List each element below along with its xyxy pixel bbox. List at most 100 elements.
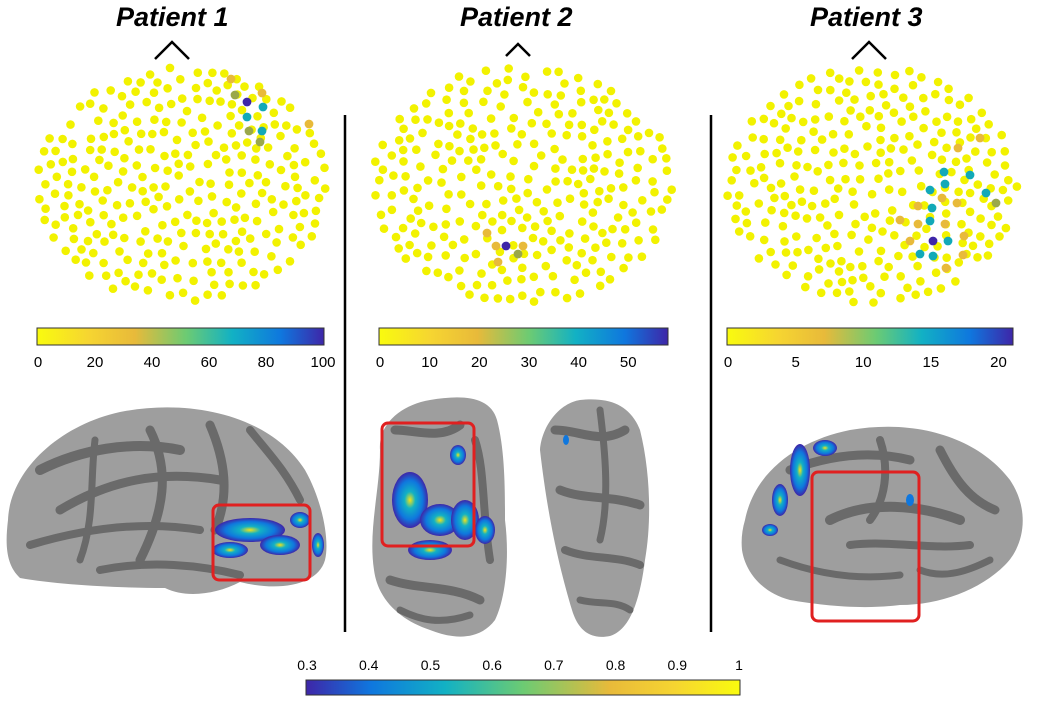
electrode bbox=[127, 183, 137, 192]
electrode bbox=[120, 153, 129, 163]
electrode bbox=[742, 218, 752, 228]
electrode bbox=[171, 256, 180, 265]
electrode bbox=[792, 161, 801, 170]
electrode bbox=[290, 144, 299, 153]
electrode bbox=[454, 72, 464, 81]
electrode bbox=[40, 215, 49, 225]
electrode bbox=[209, 280, 219, 290]
electrode bbox=[911, 290, 920, 300]
electrode bbox=[457, 190, 466, 199]
electrode bbox=[479, 97, 488, 107]
electrode bbox=[914, 166, 924, 175]
colorbar-tick-label: 0.8 bbox=[605, 657, 626, 673]
electrode bbox=[958, 238, 967, 248]
electrode bbox=[493, 294, 503, 303]
electrode bbox=[493, 181, 503, 191]
electrode bbox=[832, 288, 842, 298]
electrode bbox=[984, 120, 993, 129]
electrode bbox=[942, 253, 951, 262]
electrode bbox=[578, 166, 588, 175]
electrode bbox=[573, 73, 583, 83]
electrode bbox=[224, 245, 233, 254]
electrode bbox=[250, 247, 259, 256]
electrode bbox=[240, 82, 249, 91]
electrode bbox=[130, 282, 140, 291]
electrode bbox=[496, 102, 506, 111]
electrode bbox=[456, 281, 466, 291]
electrode bbox=[305, 128, 315, 138]
electrode bbox=[874, 174, 883, 183]
electrode bbox=[813, 85, 823, 95]
electrode bbox=[788, 261, 798, 270]
electrode bbox=[607, 252, 616, 262]
electrode bbox=[154, 103, 164, 113]
electrode bbox=[732, 165, 741, 175]
electrode bbox=[905, 66, 914, 76]
electrode bbox=[141, 227, 150, 236]
electrode bbox=[953, 117, 963, 126]
electrode bbox=[860, 212, 869, 222]
electrode bbox=[77, 245, 86, 254]
electrode bbox=[791, 211, 800, 220]
electrode bbox=[203, 78, 213, 88]
electrode bbox=[995, 232, 1004, 241]
electrode bbox=[249, 267, 258, 277]
electrode bbox=[556, 91, 566, 100]
electrode bbox=[192, 216, 201, 225]
electrode bbox=[841, 174, 850, 184]
electrode bbox=[606, 184, 616, 193]
electrode bbox=[398, 223, 408, 233]
electrode bbox=[648, 154, 657, 164]
electrode bbox=[173, 273, 182, 283]
electrode bbox=[132, 211, 142, 221]
electrode bbox=[833, 184, 843, 193]
brain-surface-patient-2-left bbox=[372, 397, 507, 637]
electrode bbox=[759, 173, 769, 183]
electrode bbox=[562, 293, 572, 303]
electrode bbox=[101, 271, 111, 281]
electrode bbox=[138, 172, 147, 182]
electrode-active bbox=[940, 179, 950, 189]
electrode bbox=[767, 205, 776, 215]
electrode bbox=[899, 93, 908, 102]
electrode bbox=[780, 237, 789, 246]
electrode bbox=[497, 225, 507, 235]
electrode bbox=[423, 252, 433, 262]
electrode bbox=[52, 172, 62, 182]
electrode bbox=[86, 134, 96, 144]
electrode bbox=[161, 117, 171, 127]
electrode bbox=[754, 254, 764, 263]
electrode bbox=[896, 293, 905, 303]
electrode bbox=[108, 230, 118, 240]
electrode bbox=[253, 112, 262, 121]
electrode bbox=[848, 275, 857, 285]
electrode bbox=[413, 206, 423, 215]
electrode bbox=[919, 93, 928, 103]
electrode bbox=[183, 150, 193, 160]
electrode bbox=[35, 194, 44, 204]
electrode bbox=[138, 186, 147, 196]
electrode bbox=[577, 120, 587, 130]
electrode bbox=[136, 78, 145, 87]
electrode bbox=[172, 135, 182, 145]
electrode bbox=[277, 97, 286, 106]
electrode bbox=[399, 124, 408, 134]
electrode bbox=[182, 106, 192, 116]
electrode bbox=[517, 130, 527, 139]
electrode bbox=[251, 199, 261, 209]
electrode bbox=[265, 160, 275, 169]
electrode bbox=[631, 218, 641, 227]
electrode bbox=[165, 290, 175, 300]
electrode bbox=[793, 147, 803, 156]
electrode-active bbox=[491, 241, 501, 251]
electrode bbox=[951, 277, 960, 286]
electrode bbox=[85, 145, 95, 155]
electrode bbox=[492, 79, 502, 88]
electrode bbox=[577, 132, 587, 141]
electrode bbox=[153, 78, 162, 87]
electrode bbox=[411, 115, 420, 124]
electrode bbox=[849, 200, 859, 209]
electrode bbox=[954, 187, 963, 197]
electrode bbox=[952, 128, 961, 137]
electrode bbox=[734, 227, 744, 236]
